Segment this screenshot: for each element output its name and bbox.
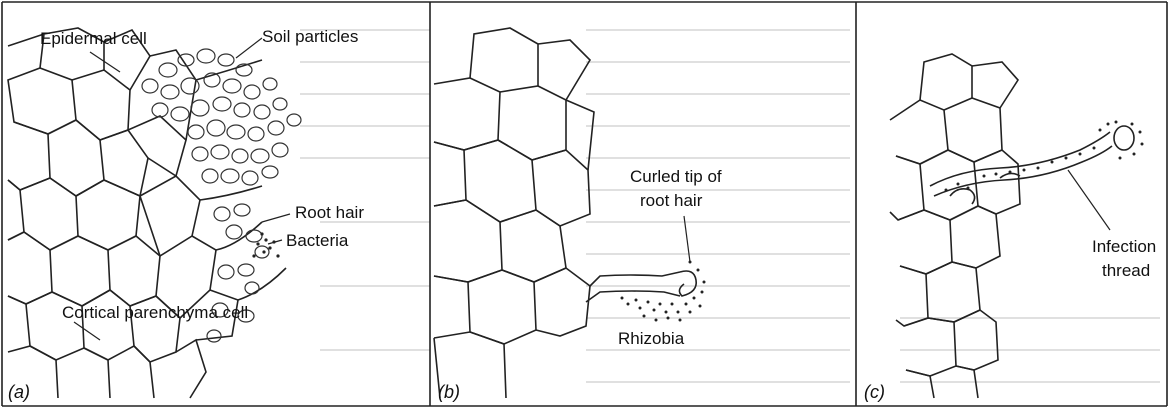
label-bacteria: Bacteria <box>286 231 349 250</box>
label-infection-line1: Infection <box>1092 237 1156 256</box>
panel-b-root-cells <box>434 28 594 398</box>
infection-thread <box>930 126 1134 204</box>
bleed-through-background <box>300 30 1160 382</box>
panel-c-leader-lines <box>1068 170 1110 230</box>
soil-particles <box>142 49 301 342</box>
panel-b-label: (b) <box>438 382 460 402</box>
panel-c-root-cells <box>890 54 1020 398</box>
label-soil-particles: Soil particles <box>262 27 358 46</box>
panel-c-label: (c) <box>864 382 885 402</box>
label-root-hair: Root hair <box>295 203 364 222</box>
cortical-parenchyma-cells <box>8 28 206 398</box>
epidermal-cells <box>128 50 238 340</box>
panel-b: Curled tip of root hair Rhizobia (b) <box>434 28 722 402</box>
label-curled-tip-line1: Curled tip of <box>630 167 722 186</box>
bacteria-dots <box>252 232 279 257</box>
infection-rhizobia <box>945 121 1144 192</box>
label-infection-line2: thread <box>1102 261 1150 280</box>
root-hairs <box>196 60 286 300</box>
label-cortical-parenchyma-cell: Cortical parenchyma cell <box>62 303 248 322</box>
panel-a-label: (a) <box>8 382 30 402</box>
label-rhizobia: Rhizobia <box>618 329 685 348</box>
label-epidermal-cell: Epidermal cell <box>40 29 147 48</box>
label-curled-tip-line2: root hair <box>640 191 703 210</box>
panel-a: Epidermal cell Soil particles Root hair … <box>8 27 364 402</box>
